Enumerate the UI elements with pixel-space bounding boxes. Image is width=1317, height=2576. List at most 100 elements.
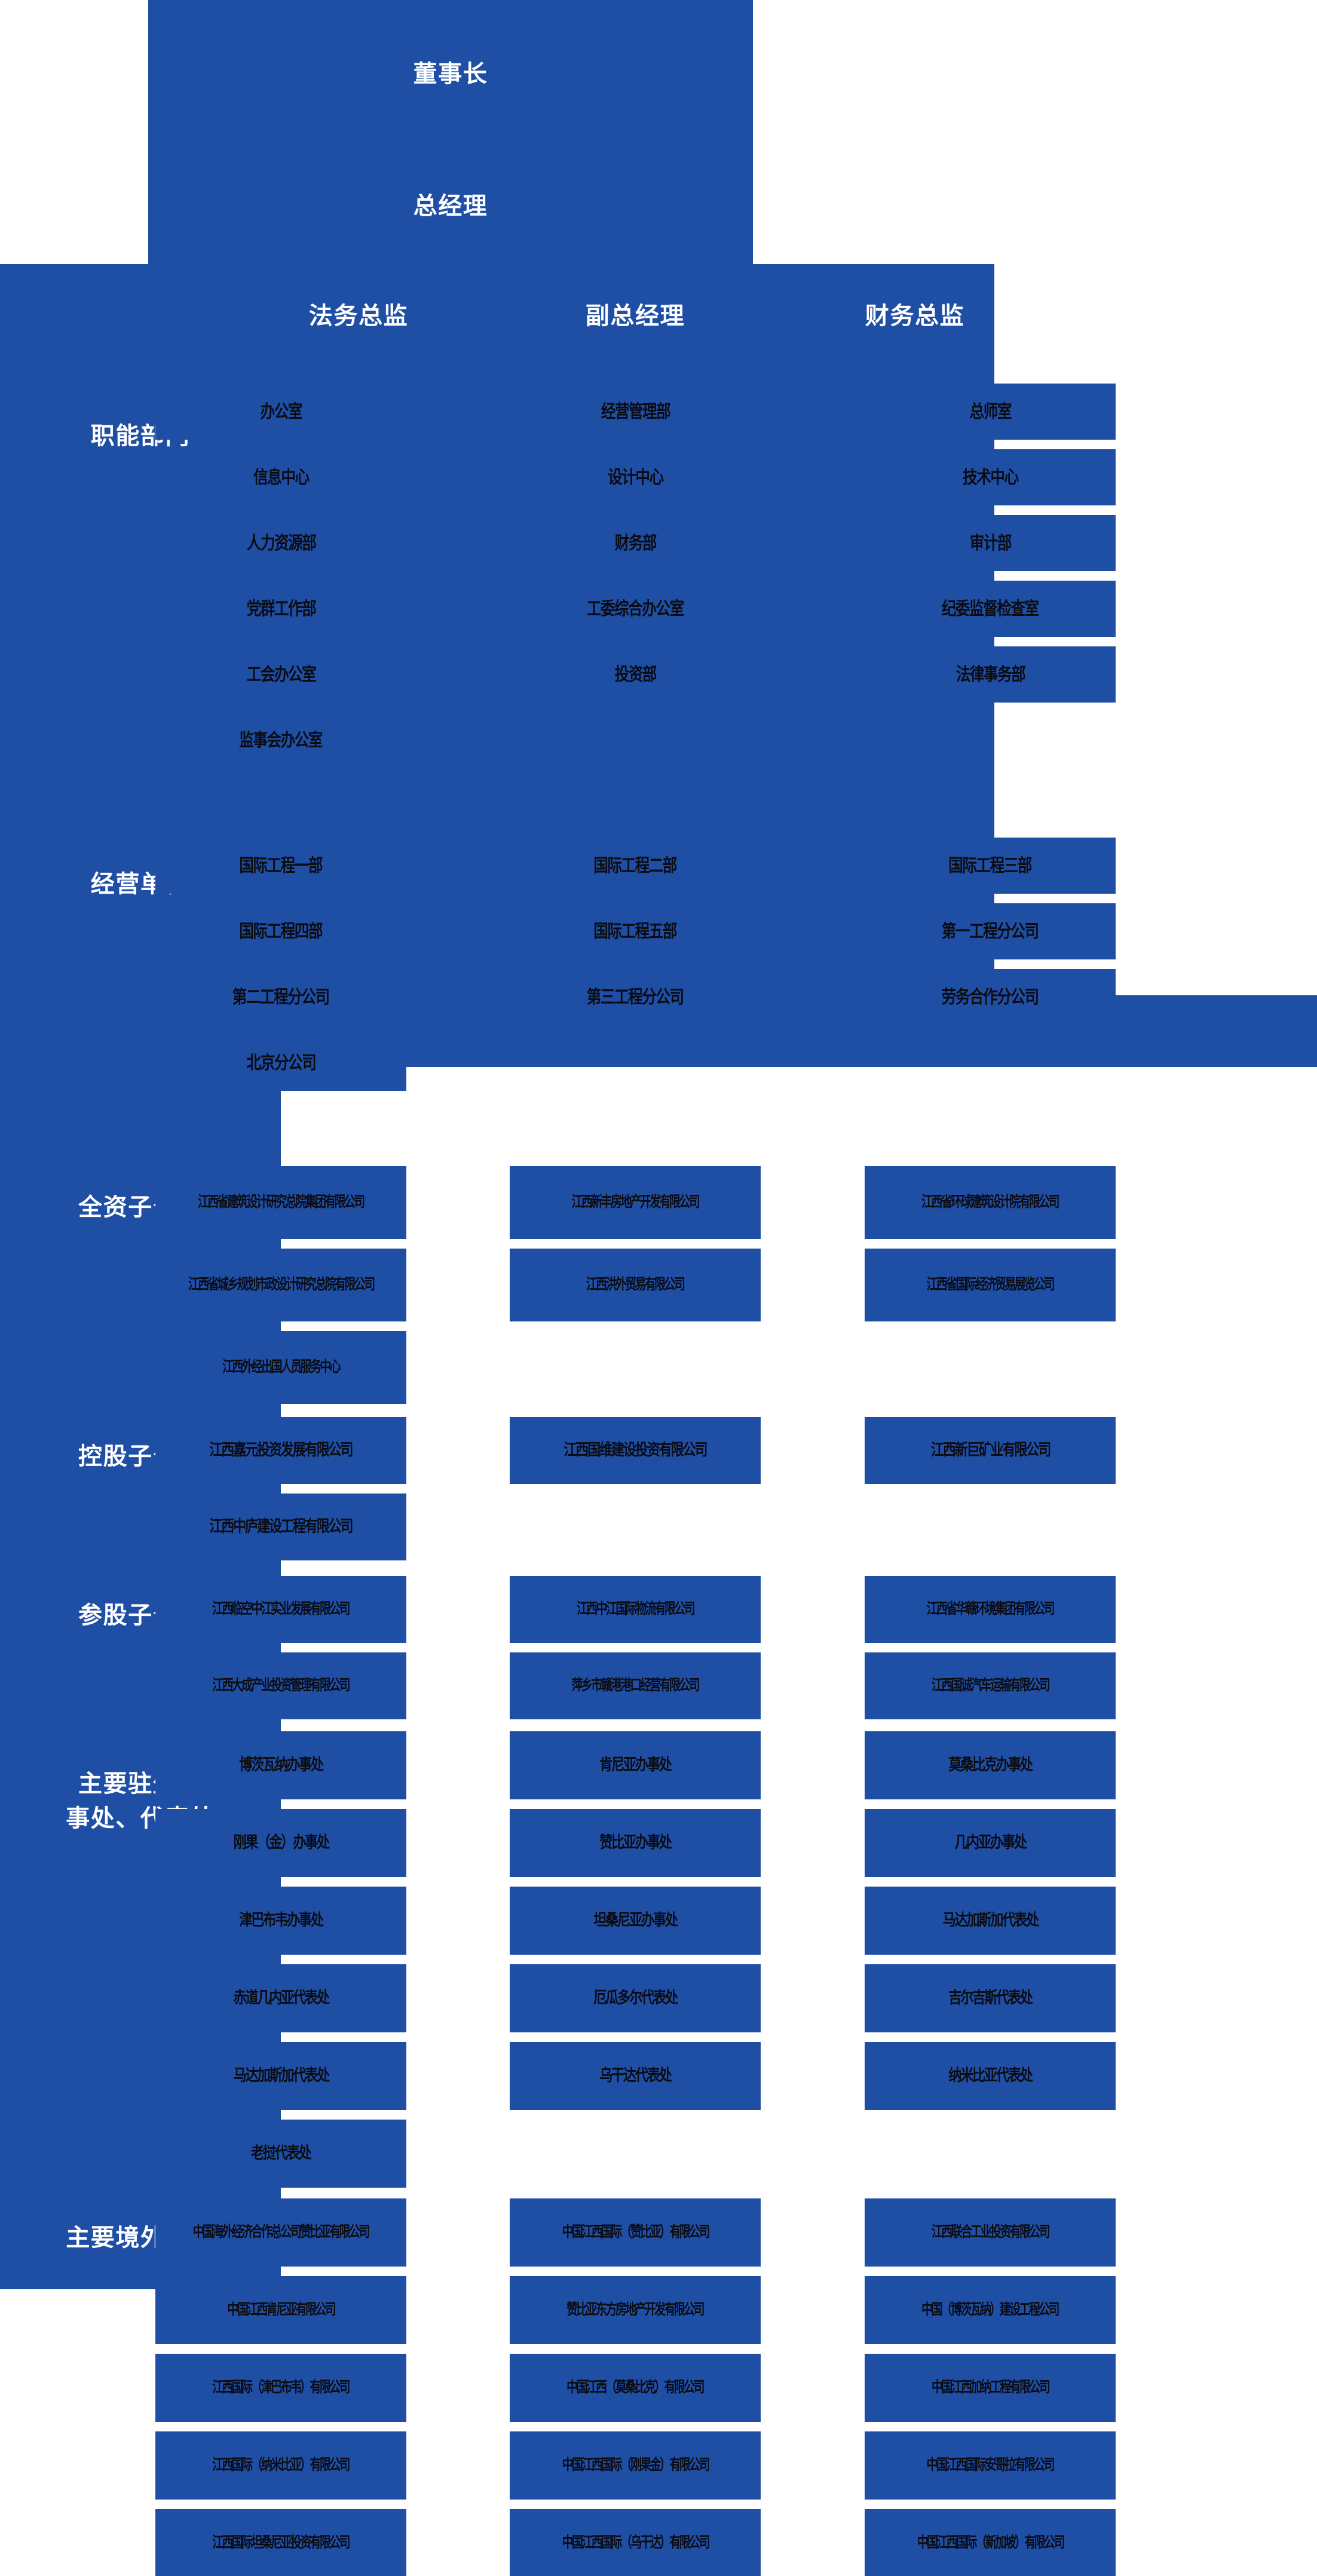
org-item-label: 江西中江国际物流有限公司 [576, 1600, 696, 1618]
org-item[interactable]: 江西国际坦桑尼亚投资有限公司 [155, 2509, 406, 2576]
org-item[interactable]: 国际工程五部 [510, 903, 761, 959]
org-item[interactable]: 第二工程分公司 [155, 969, 406, 1025]
org-item[interactable]: 江西省城乡规划市政设计研究总院有限公司 [155, 1249, 406, 1321]
org-item[interactable]: 中国江西（莫桑比克）有限公司 [510, 2354, 761, 2422]
org-item[interactable]: 江西嘉元投资发展有限公司 [155, 1417, 406, 1484]
org-item-label: 设计中心 [607, 467, 664, 487]
org-item[interactable]: 江西新巨矿业有限公司 [865, 1417, 1116, 1484]
org-item-label: 党群工作部 [246, 599, 316, 619]
org-item-label: 中国海外经济合作总公司赞比亚有限公司 [192, 2224, 370, 2241]
org-item-label: 江西嘉元投资发展有限公司 [209, 1441, 353, 1459]
org-item[interactable]: 几内亚办事处 [865, 1809, 1116, 1877]
org-item[interactable]: 人力资源部 [155, 515, 406, 571]
org-item-label: 几内亚办事处 [954, 1833, 1027, 1852]
org-item[interactable]: 投资部 [510, 646, 761, 703]
org-item-label: 江西洪外贸易有限公司 [586, 1276, 685, 1293]
org-item[interactable]: 马达加斯加代表处 [155, 2042, 406, 2110]
org-item[interactable]: 江西新丰房地产开发有限公司 [510, 1166, 761, 1239]
org-item[interactable]: 萍乡市赣港港口经营有限公司 [510, 1652, 761, 1719]
org-item-label: 马达加斯加代表处 [942, 1911, 1039, 1930]
org-item-label: 乌干达代表处 [599, 2066, 672, 2085]
org-item-label: 坦桑尼亚办事处 [593, 1911, 678, 1930]
org-item[interactable]: 吉尔吉斯代表处 [865, 1964, 1116, 2032]
org-item[interactable]: 国际工程四部 [155, 903, 406, 959]
org-item-label: 吉尔吉斯代表处 [948, 1989, 1033, 2007]
org-item[interactable]: 江西省建筑设计研究总院集团有限公司 [155, 1166, 406, 1239]
org-item[interactable]: 江西中江国际物流有限公司 [510, 1576, 761, 1643]
org-item[interactable]: 莫桑比克办事处 [865, 1731, 1116, 1799]
org-item[interactable]: 赤道几内亚代表处 [155, 1964, 406, 2032]
org-item[interactable]: 老挝代表处 [155, 2120, 406, 2188]
org-item[interactable]: 江西中庐建设工程有限公司 [155, 1494, 406, 1560]
org-item[interactable]: 江西国诚汽车运输有限公司 [865, 1652, 1116, 1719]
org-item[interactable]: 马达加斯加代表处 [865, 1887, 1116, 1955]
org-item[interactable]: 工委综合办公室 [510, 581, 761, 637]
org-item[interactable]: 北京分公司 [155, 1035, 406, 1091]
org-item-label: 赞比亚办事处 [599, 1833, 672, 1852]
org-item[interactable]: 江西省华赣环境集团有限公司 [865, 1576, 1116, 1643]
org-item[interactable]: 江西联合工业投资有限公司 [865, 2198, 1116, 2267]
org-item[interactable]: 中国海外经济合作总公司赞比亚有限公司 [155, 2198, 406, 2267]
org-item[interactable]: 中国江西国际（乌干达）有限公司 [510, 2509, 761, 2576]
org-item-label: 萍乡市赣港港口经营有限公司 [571, 1677, 700, 1694]
org-item[interactable]: 中国江西国际安哥拉有限公司 [865, 2431, 1116, 2500]
org-item[interactable]: 江西外经出国人员服务中心 [155, 1331, 406, 1404]
org-item[interactable]: 总师室 [865, 384, 1116, 440]
org-item[interactable]: 纪委监督检查室 [865, 581, 1116, 637]
org-item[interactable]: 劳务合作分公司 [865, 969, 1116, 1025]
org-item[interactable]: 博茨瓦纳办事处 [155, 1731, 406, 1799]
org-item[interactable]: 中国江西国际（新加坡）有限公司 [865, 2509, 1116, 2576]
org-item[interactable]: 江西临空中江实业发展有限公司 [155, 1576, 406, 1643]
org-item[interactable]: 江西国际（纳米比亚）有限公司 [155, 2431, 406, 2500]
org-item[interactable]: 江西省国际经济贸易展览公司 [865, 1249, 1116, 1321]
org-item[interactable]: 中国江西国际（刚果金）有限公司 [510, 2431, 761, 2500]
org-item-label: 赤道几内亚代表处 [233, 1989, 330, 2007]
org-item-label: 国际工程五部 [593, 921, 678, 942]
org-item[interactable]: 厄瓜多尔代表处 [510, 1964, 761, 2032]
org-item[interactable]: 审计部 [865, 515, 1116, 571]
org-item[interactable]: 中国江西加纳工程有限公司 [865, 2354, 1116, 2422]
org-item[interactable]: 江西国际（津巴布韦）有限公司 [155, 2354, 406, 2422]
org-item-label: 国际工程一部 [239, 855, 323, 876]
org-item[interactable]: 财务部 [510, 515, 761, 571]
org-item[interactable]: 监事会办公室 [155, 712, 406, 768]
org-item[interactable]: 技术中心 [865, 449, 1116, 505]
org-item[interactable]: 国际工程二部 [510, 838, 761, 894]
org-item[interactable]: 江西省环球建筑设计院有限公司 [865, 1166, 1116, 1239]
org-item-label: 江西临空中江实业发展有限公司 [212, 1600, 351, 1618]
org-item[interactable]: 经营管理部 [510, 384, 761, 440]
org-item[interactable]: 赞比亚东方房地产开发有限公司 [510, 2276, 761, 2344]
org-item[interactable]: 办公室 [155, 384, 406, 440]
org-item[interactable]: 国际工程一部 [155, 838, 406, 894]
org-item-label: 工会办公室 [246, 664, 316, 685]
org-item[interactable]: 肯尼亚办事处 [510, 1731, 761, 1799]
org-item[interactable]: 江西洪外贸易有限公司 [510, 1249, 761, 1321]
org-item[interactable]: 中国（博茨瓦纳）建设工程公司 [865, 2276, 1116, 2344]
exec-band-general-manager: 总经理 [148, 148, 753, 264]
org-item[interactable]: 党群工作部 [155, 581, 406, 637]
org-item-label: 劳务合作分公司 [942, 987, 1039, 1007]
org-item[interactable]: 第三工程分公司 [510, 969, 761, 1025]
org-item[interactable]: 江西大成产业投资管理有限公司 [155, 1652, 406, 1719]
org-item-label: 江西外经出国人员服务中心 [222, 1358, 341, 1376]
org-item[interactable]: 中国江西肯尼亚有限公司 [155, 2276, 406, 2344]
org-item-label: 经营管理部 [601, 401, 670, 422]
org-item[interactable]: 江西国维建设投资有限公司 [510, 1417, 761, 1484]
org-item-label: 中国（博茨瓦纳）建设工程公司 [921, 2301, 1060, 2319]
org-item[interactable]: 第一工程分公司 [865, 903, 1116, 959]
org-item-label: 津巴布韦办事处 [239, 1911, 324, 1930]
org-item[interactable]: 乌干达代表处 [510, 2042, 761, 2110]
org-item[interactable]: 纳米比亚代表处 [865, 2042, 1116, 2110]
org-item-label: 投资部 [614, 664, 657, 685]
org-item[interactable]: 赞比亚办事处 [510, 1809, 761, 1877]
org-item[interactable]: 国际工程三部 [865, 838, 1116, 894]
org-item[interactable]: 津巴布韦办事处 [155, 1887, 406, 1955]
org-item[interactable]: 信息中心 [155, 449, 406, 505]
org-item[interactable]: 中国江西国际（赞比亚）有限公司 [510, 2198, 761, 2267]
org-item-label: 江西省建筑设计研究总院集团有限公司 [198, 1194, 365, 1211]
org-item[interactable]: 刚果（金）办事处 [155, 1809, 406, 1877]
org-item[interactable]: 坦桑尼亚办事处 [510, 1887, 761, 1955]
org-item[interactable]: 法律事务部 [865, 646, 1116, 703]
org-item[interactable]: 设计中心 [510, 449, 761, 505]
org-item[interactable]: 工会办公室 [155, 646, 406, 703]
